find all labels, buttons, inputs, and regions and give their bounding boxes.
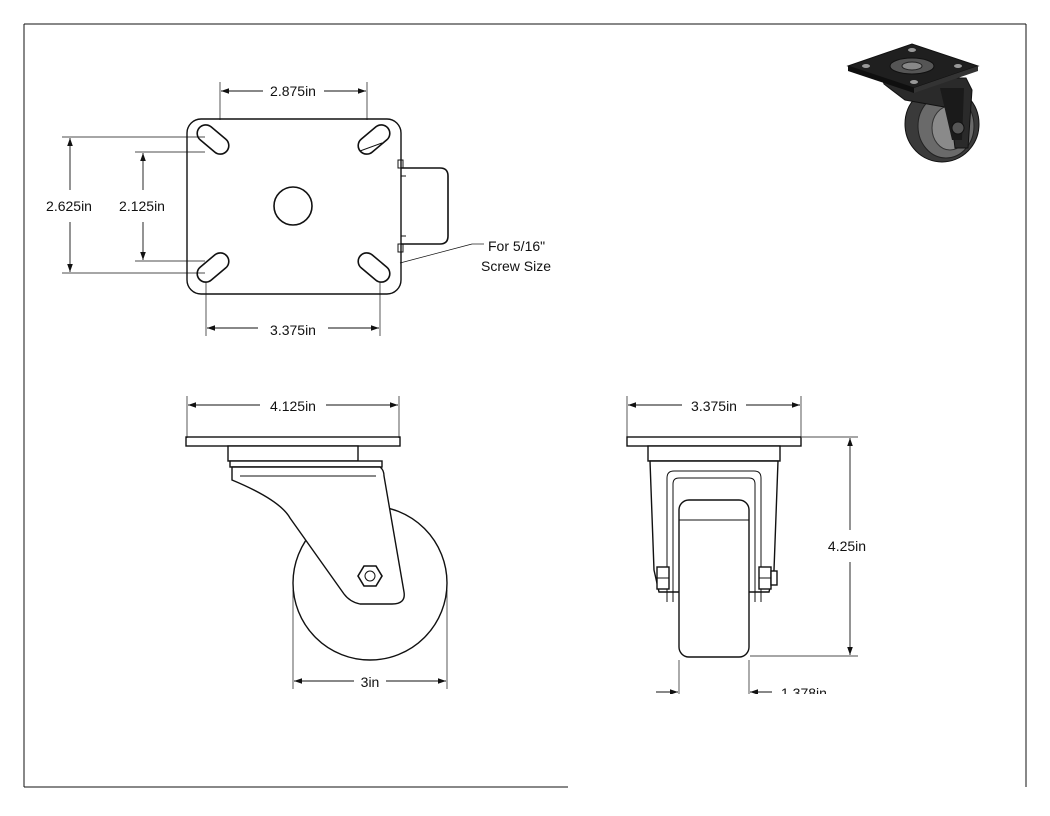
mounting-slot-bottom-left — [196, 252, 230, 283]
dim-wheel-diameter: 3in — [361, 674, 380, 690]
side-view: 4.125in 3in — [185, 396, 448, 690]
screw-note-line-1: For 5/16" — [488, 238, 545, 254]
front-wheel — [678, 499, 750, 658]
sheet-border — [23, 23, 1027, 788]
dim-bottom-plate-width: 3.375in — [270, 322, 316, 338]
dim-left-hole-spacing: 2.125in — [119, 198, 165, 214]
side-swivel-body — [227, 445, 359, 462]
mounting-slot-top-right — [357, 124, 391, 155]
top-view: 2.875in 2.625in 2.125in 3.375in For 5/16… — [46, 82, 551, 338]
side-plate — [185, 436, 401, 447]
swivel-housing — [401, 167, 449, 245]
front-plate — [626, 436, 802, 447]
top-plate — [186, 118, 402, 295]
dim-front-plate-width: 3.375in — [691, 398, 737, 414]
mounting-slot-top-left — [196, 124, 230, 155]
front-view: 3.375in 4.25in 1.378in — [626, 396, 870, 724]
center-hole — [273, 186, 313, 226]
front-swivel-body — [647, 445, 781, 462]
dim-top-hole-spacing: 2.875in — [270, 83, 316, 99]
mounting-slot-bottom-right — [357, 252, 391, 283]
dim-overall-height: 4.25in — [828, 538, 866, 554]
dim-side-plate-width: 4.125in — [270, 398, 316, 414]
screw-note-line-2: Screw Size — [481, 258, 551, 274]
isometric-caster-view — [846, 43, 980, 163]
side-axle-nut — [357, 565, 383, 587]
dim-left-plate-height: 2.625in — [46, 198, 92, 214]
